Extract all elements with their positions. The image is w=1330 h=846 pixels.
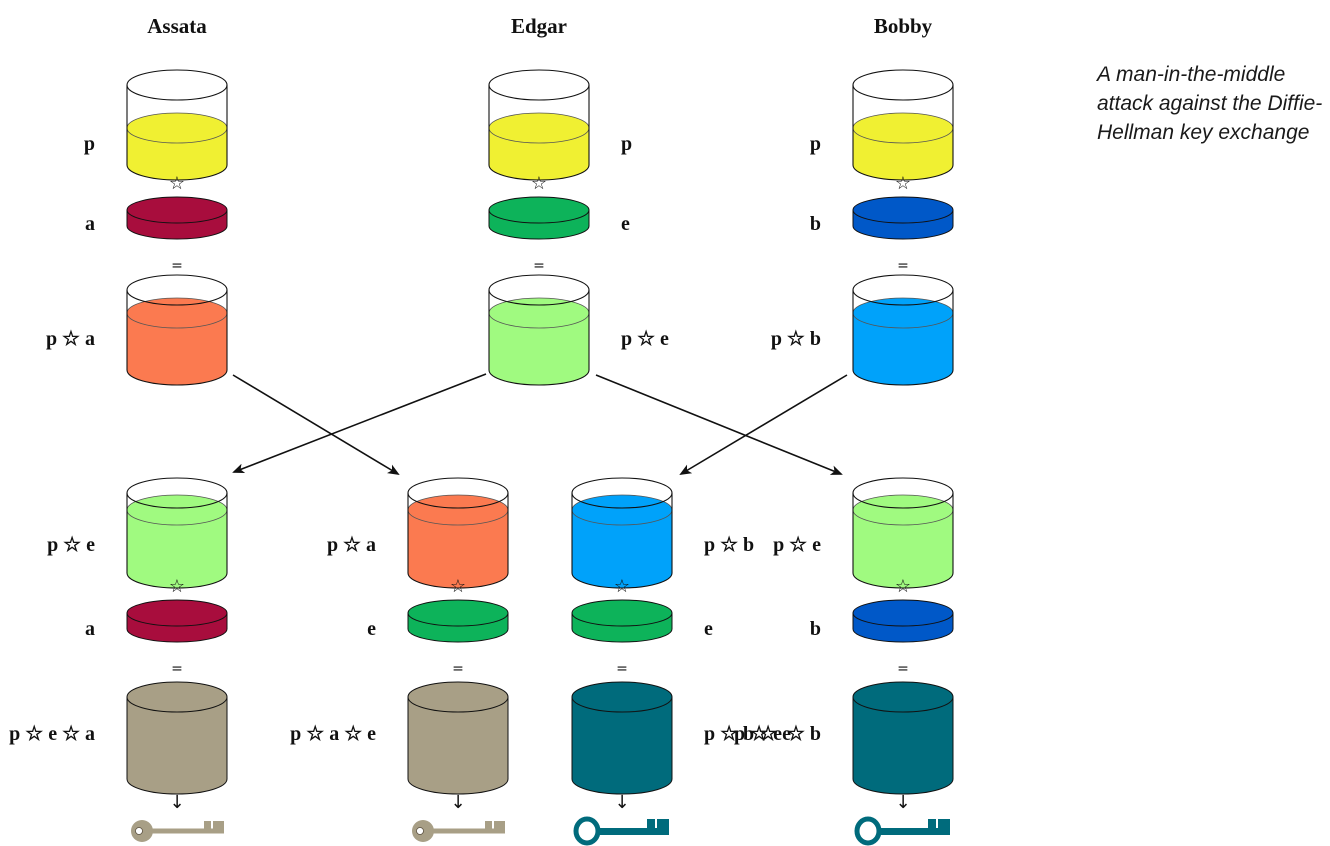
- bold-key-icon: [854, 816, 950, 846]
- bobby-secret-label: b: [810, 213, 821, 235]
- arrow-edgar-to-assata: [232, 373, 487, 474]
- edgar-with-assata-equals-op: =: [452, 661, 464, 677]
- bobby-final-down-arrow: ↓: [895, 792, 910, 813]
- edgar-with-bobby-final-cylinder: [571, 681, 673, 795]
- assata-final-secret-disk: [126, 599, 228, 643]
- assata-final-final-cylinder: [126, 681, 228, 795]
- bobby-final-final-label: p ☆ e ☆ b: [734, 723, 821, 745]
- assata-final-received-beaker: [126, 477, 228, 589]
- edgar-with-assata-secret-disk: [407, 599, 509, 643]
- edgar-equals-op: =: [533, 258, 545, 274]
- edgar-star-op: ☆: [531, 173, 547, 194]
- assata-final-star-op: ☆: [169, 576, 185, 597]
- edgar-result-label: p ☆ e: [621, 328, 669, 350]
- edgar-with-assata-final-label: p ☆ a ☆ e: [290, 723, 376, 745]
- assata-result-label: p ☆ a: [46, 328, 95, 350]
- edgar-secret-disk: [488, 196, 590, 240]
- assata-final-secret-label: a: [85, 618, 95, 640]
- arrow-edgar-to-bobby: [595, 374, 843, 475]
- bobby-final-equals-op: =: [897, 661, 909, 677]
- assata-public-beaker: [126, 69, 228, 181]
- assata-final-final-label: p ☆ e ☆ a: [9, 723, 95, 745]
- header-bobby: Bobby: [874, 14, 933, 38]
- bobby-final-star-op: ☆: [895, 576, 911, 597]
- edgar-with-assata-down-arrow: ↓: [450, 792, 465, 813]
- edgar-result-beaker: [488, 274, 590, 386]
- assata-final-equals-op: =: [171, 661, 183, 677]
- edgar-public-beaker: [488, 69, 590, 181]
- assata-final-down-arrow: ↓: [169, 792, 184, 813]
- bobby-result-beaker: [852, 274, 954, 386]
- bobby-final-received-beaker: [852, 477, 954, 589]
- edgar-with-bobby-secret-disk: [571, 599, 673, 643]
- edgar-with-bobby-star-op: ☆: [614, 576, 630, 597]
- edgar-with-assata-received-label: p ☆ a: [327, 534, 376, 556]
- edgar-with-assata-secret-label: e: [367, 618, 376, 640]
- arrow-assata-to-edgar: [232, 374, 400, 476]
- header-assata: Assata: [147, 14, 207, 38]
- bobby-secret-disk: [852, 196, 954, 240]
- assata-star-op: ☆: [169, 173, 185, 194]
- bobby-public-beaker: [852, 69, 954, 181]
- bobby-star-op: ☆: [895, 173, 911, 194]
- bobby-final-secret-disk: [852, 599, 954, 643]
- edgar-public-label: p: [621, 133, 632, 155]
- plain-key-icon: [131, 820, 224, 842]
- bobby-final-secret-label: b: [810, 618, 821, 640]
- diagram-content: Assata Edgar Bobby p ☆ a = p ☆ a p ☆ e = p ☆ e p ☆ b = p …: [9, 14, 954, 846]
- edgar-with-bobby-received-beaker: [571, 477, 673, 589]
- bobby-result-label: p ☆ b: [771, 328, 821, 350]
- bobby-final-received-label: p ☆ e: [773, 534, 821, 556]
- header-edgar: Edgar: [511, 14, 567, 38]
- exchange-arrows: [232, 373, 848, 476]
- bobby-equals-op: =: [897, 258, 909, 274]
- edgar-with-assata-star-op: ☆: [450, 576, 466, 597]
- assata-final-received-label: p ☆ e: [47, 534, 95, 556]
- edgar-with-bobby-down-arrow: ↓: [614, 792, 629, 813]
- edgar-with-assata-received-beaker: [407, 477, 509, 589]
- assata-public-label: p: [84, 133, 95, 155]
- edgar-with-bobby-equals-op: =: [616, 661, 628, 677]
- edgar-secret-label: e: [621, 213, 630, 235]
- edgar-with-bobby-final-label: p ☆ b ☆ e: [704, 723, 791, 745]
- assata-equals-op: =: [171, 258, 183, 274]
- bobby-final-final-cylinder: [852, 681, 954, 795]
- edgar-with-assata-final-cylinder: [407, 681, 509, 795]
- assata-secret-disk: [126, 196, 228, 240]
- edgar-with-bobby-received-label: p ☆ b: [704, 534, 754, 556]
- bold-key-icon: [573, 816, 669, 846]
- bobby-public-label: p: [810, 133, 821, 155]
- plain-key-icon: [412, 820, 505, 842]
- arrow-bobby-to-edgar: [679, 374, 848, 476]
- assata-result-beaker: [126, 274, 228, 386]
- edgar-with-bobby-secret-label: e: [704, 618, 713, 640]
- diagram-caption: A man-in-the-middle attack against the D…: [1097, 63, 1323, 144]
- assata-secret-label: a: [85, 213, 95, 235]
